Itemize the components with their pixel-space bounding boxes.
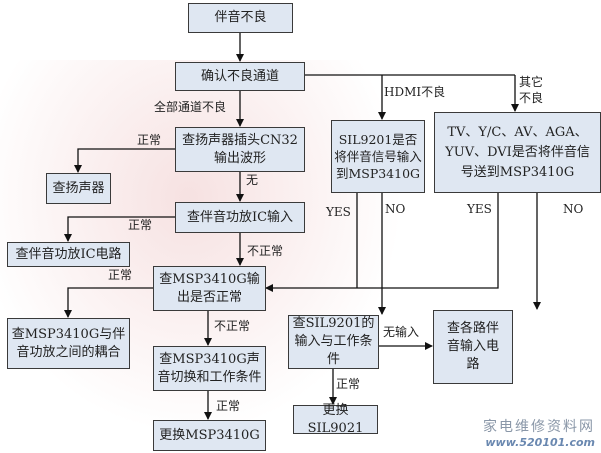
node-sil-question: SIL9201是否将伴音信号输入到MSP3410G: [331, 120, 425, 193]
label-hdmi-bad: HDMI不良: [384, 85, 446, 99]
label-none: 无: [246, 173, 259, 187]
label-normal-3: 正常: [108, 268, 133, 282]
node-tv-question: TV、Y/C、AV、AGA、YUV、DVI是否将伴音信号送到MSP3410G: [434, 112, 601, 193]
node-check-amp-circuit: 查伴音功放IC电路: [7, 242, 130, 267]
node-check-coupling: 查MSP3410G与伴音功放之间的耦合: [7, 318, 130, 369]
label-abnormal-1: 不正常: [247, 244, 284, 258]
node-replace-msp: 更换MSP3410G: [153, 420, 266, 451]
node-check-amp-input: 查伴音功放IC输入: [175, 202, 305, 233]
label-normal-2: 正常: [128, 218, 153, 232]
watermark: 家电维修资料网 www.520101.com: [483, 416, 595, 449]
label-all-bad: 全部通道不良: [154, 100, 227, 114]
node-check-inputs: 查各路伴音输入电路: [433, 310, 513, 384]
node-check-cn32: 查扬声器插头CN32输出波形: [175, 127, 305, 172]
node-check-speaker: 查扬声器: [46, 173, 111, 204]
node-check-msp-output: 查MSP3410G输出是否正常: [153, 266, 266, 311]
node-check-msp-switch: 查MSP3410G声音切换和工作条件: [153, 346, 266, 391]
edge-amp-circuit: [64, 216, 175, 242]
watermark-url: www.520101.com: [485, 436, 595, 449]
label-normal-4: 正常: [216, 399, 241, 413]
label-tv-no: NO: [563, 202, 584, 216]
label-sil-yes: YES: [326, 205, 351, 219]
label-no-input: 无输入: [383, 325, 420, 339]
edge-msp-coupling: [64, 287, 153, 318]
label-tv-yes: YES: [467, 202, 492, 216]
node-start: 伴音不良: [188, 3, 293, 33]
node-confirm: 确认不良通道: [175, 62, 305, 91]
edge-yes-to-msp: [266, 192, 499, 288]
label-abnormal-2: 不正常: [214, 319, 251, 333]
label-other-bad: 其它不良: [519, 75, 544, 105]
edge-cn32-speaker: [74, 148, 175, 173]
label-normal-5: 正常: [336, 377, 361, 391]
node-check-sil-input: 查SIL9201的输入与工作条件: [288, 315, 379, 369]
node-replace-sil: 更换SIL9021: [293, 403, 378, 436]
label-sil-no: NO: [385, 202, 406, 216]
label-normal-1: 正常: [137, 133, 162, 147]
watermark-text: 家电维修资料网: [483, 419, 595, 435]
